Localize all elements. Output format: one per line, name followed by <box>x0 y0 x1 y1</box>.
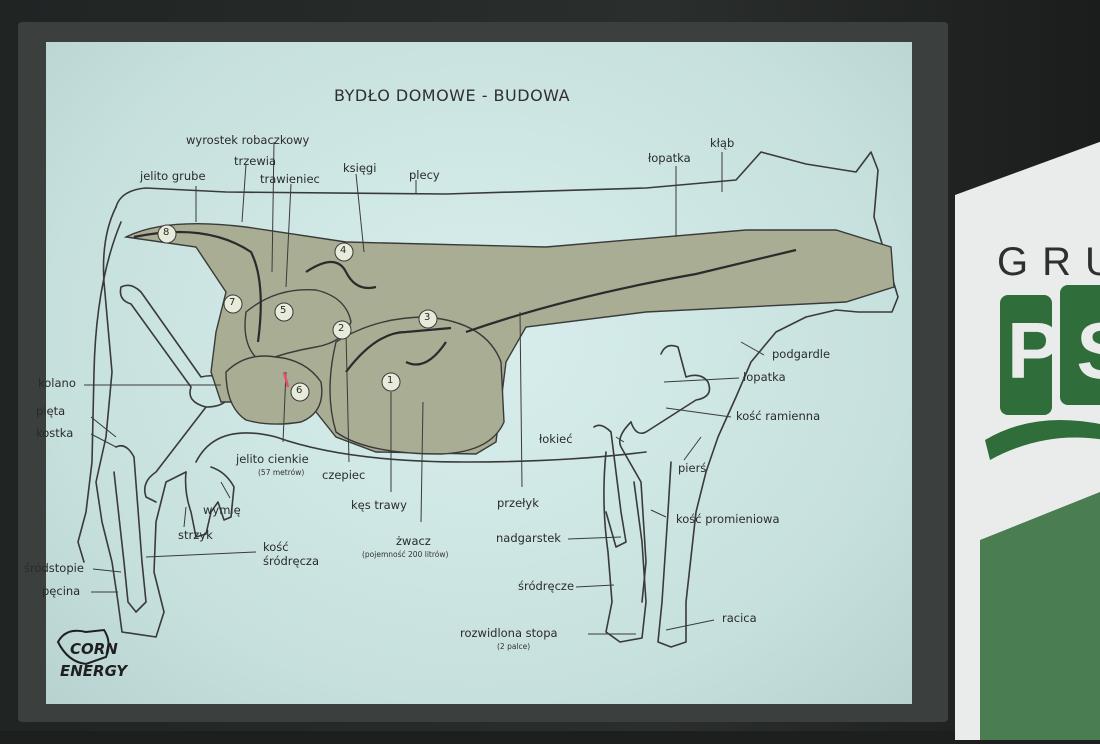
stomach-number-circle-3 <box>418 309 438 329</box>
label-rozwidlona-stopa-sub: (2 palce) <box>497 642 531 651</box>
banner-letter-box-2 <box>1060 285 1100 405</box>
tract-line-4 <box>345 326 452 373</box>
side-banner: GRU PS <box>955 140 1100 740</box>
stomach-number-circle-1 <box>381 372 401 392</box>
label-kes-trawy: kęs trawy <box>351 498 407 512</box>
label-kosc-ramienna: kość ramienna <box>736 409 821 423</box>
stomach-number-circle-5 <box>274 302 294 322</box>
label-plecy: plecy <box>409 168 440 182</box>
logo-text-line1: CORN <box>70 640 118 658</box>
cow-front-leg-outline <box>603 451 647 643</box>
front-scapula-bone <box>630 344 711 435</box>
udder-outline <box>184 466 235 538</box>
label-zwacz-sub: (pojemność 200 litrów) <box>362 550 449 559</box>
banner-text-2: PS <box>1007 306 1100 395</box>
logo-text-line2: ENERGY <box>60 662 128 680</box>
cow-belly-outline <box>195 432 647 463</box>
hind-tibia-bone <box>143 406 207 503</box>
corn-energy-logo: CORN ENERGY <box>56 632 156 692</box>
label-kosc-promieniowa: kość promieniowa <box>676 512 780 526</box>
label-pecina: pęcina <box>42 584 81 598</box>
label-jelito-cienkie: jelito cienkie <box>236 452 309 466</box>
cow-tail <box>77 221 122 563</box>
label-zwacz: żwacz <box>396 534 431 548</box>
appendix-highlight <box>282 371 290 388</box>
label-nadgarstek: nadgarstek <box>496 531 561 545</box>
label-lopatka-top: łopatka <box>648 151 691 165</box>
stomach-number-circle-8 <box>157 224 177 244</box>
banner-letter-box-1 <box>1000 295 1052 415</box>
label-kolano: kolano <box>38 376 76 390</box>
tract-line-3 <box>405 341 447 366</box>
stomach-number-7: 7 <box>229 297 236 308</box>
slide: BYDŁO DOMOWE - BUDOWA wyrostek robaczkow… <box>24 42 912 704</box>
tract-line-2 <box>305 260 377 290</box>
stomach-number-8: 8 <box>163 227 170 238</box>
label-kostka: kostka <box>36 426 74 440</box>
label-wyrostek: wyrostek robaczkowy <box>186 133 310 147</box>
small-intestine-shape <box>225 355 323 425</box>
stomach-number-3: 3 <box>424 312 431 323</box>
label-klab: kłąb <box>710 136 735 150</box>
cow-hind-leg-outline <box>95 206 187 638</box>
logo-cow-icon <box>56 628 110 666</box>
stomach-number-2: 2 <box>338 323 345 334</box>
cow-anatomy-diagram <box>56 141 899 666</box>
label-czepiec: czepiec <box>322 468 366 482</box>
front-humerus-bone <box>618 421 647 603</box>
label-lopatka-right: łopatka <box>743 370 786 384</box>
label-srodstopie: śródstopie <box>24 561 84 575</box>
cow-back-outline <box>115 151 899 648</box>
label-piers: pierś <box>678 461 707 475</box>
stomach-number-circle-2 <box>332 320 352 340</box>
label-przelyk: przełyk <box>497 496 539 510</box>
stomach-number-4: 4 <box>340 245 347 256</box>
banner-text-1: GRU <box>997 240 1100 284</box>
esophagus-line <box>465 248 797 334</box>
stomach-number-6: 6 <box>296 385 303 396</box>
label-kosc-srodreczna-2: śródręcza <box>263 554 320 568</box>
stomach-number-1: 1 <box>387 375 394 386</box>
label-srodrecze: śródręcze <box>518 579 575 593</box>
rumen-shape <box>329 316 505 455</box>
banner-green-band <box>980 492 1100 740</box>
label-pieta: pięta <box>36 404 66 418</box>
label-trzewia: trzewia <box>234 154 276 168</box>
banner-graphic <box>955 141 1100 740</box>
label-rozwidlona-stopa: rozwidlona stopa <box>460 626 558 640</box>
label-strzyk: strzyk <box>178 528 213 542</box>
label-wymie: wymię <box>203 503 241 517</box>
front-radius-bone <box>593 424 627 548</box>
label-racica: racica <box>722 611 757 625</box>
label-trawieniec: trawieniec <box>260 172 320 186</box>
label-kosc-srodreczna-1: kość <box>263 540 289 554</box>
stomach-number-circle-6 <box>290 382 310 402</box>
label-lokiec: łokieć <box>539 432 573 446</box>
label-jelito-grube: jelito grube <box>140 169 206 183</box>
label-jelito-cienkie-sub: (57 metrów) <box>258 468 305 477</box>
stomach-number-circle-4 <box>334 242 354 262</box>
stomach-number-circle-7 <box>223 294 243 314</box>
label-ksiegi: księgi <box>343 161 377 175</box>
stomach-number-5: 5 <box>280 305 287 316</box>
hind-cannon-bone <box>113 444 147 613</box>
label-podgardle: podgardle <box>772 347 831 361</box>
slide-title: BYDŁO DOMOWE - BUDOWA <box>334 86 571 105</box>
